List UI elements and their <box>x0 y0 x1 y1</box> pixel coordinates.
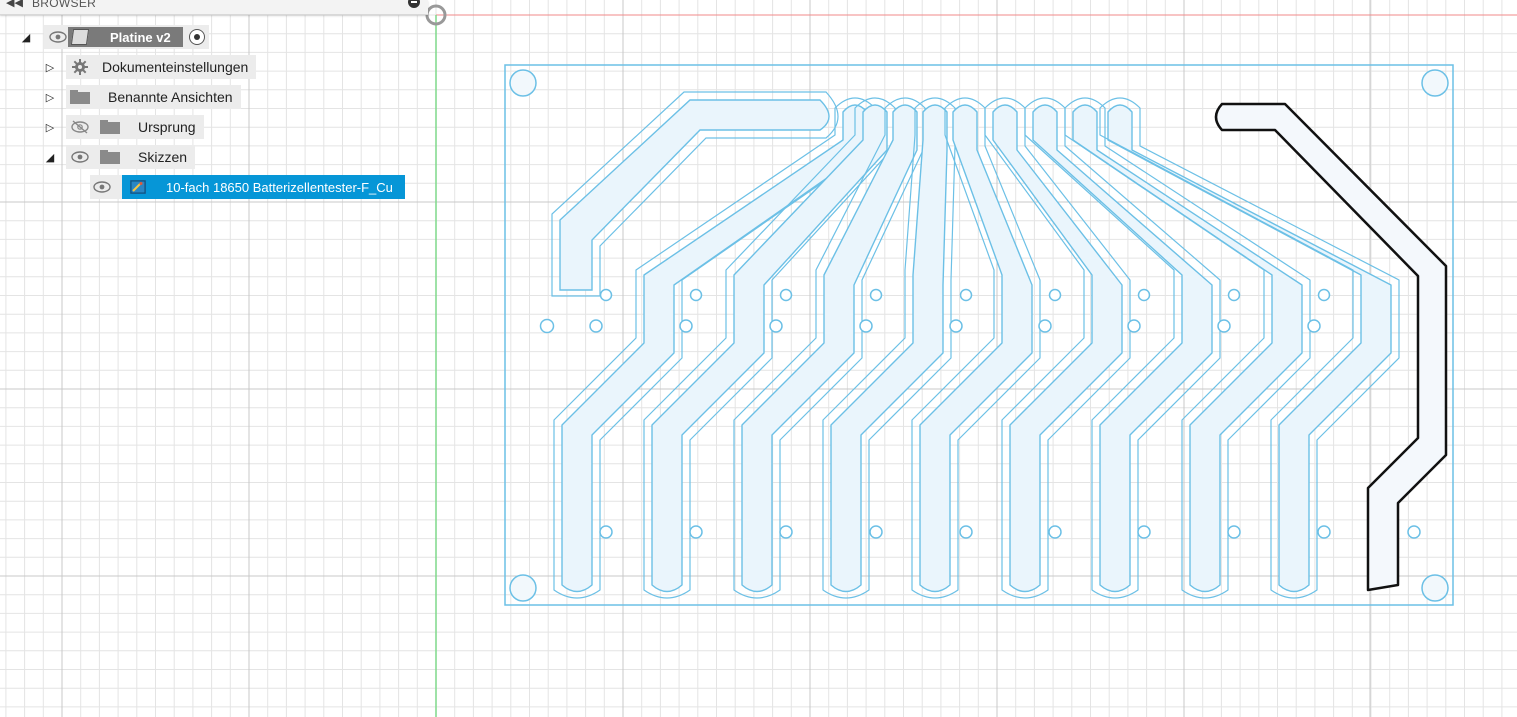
pad <box>1127 319 1141 333</box>
root-component[interactable]: Platine v2 <box>44 25 209 49</box>
component-icon <box>70 29 90 45</box>
eye-icon[interactable] <box>70 150 90 164</box>
named-views-pill[interactable]: Benannte Ansichten <box>66 85 241 109</box>
pads <box>589 288 1421 539</box>
trace-fill <box>830 104 948 593</box>
tree-item-sketches[interactable]: ◢ Skizzen <box>44 145 196 169</box>
trace-clearance <box>733 97 926 599</box>
mounting-hole <box>539 318 555 334</box>
pad <box>689 288 703 302</box>
pad <box>949 319 963 333</box>
folder-icon <box>100 120 120 134</box>
gear-icon <box>70 59 90 75</box>
mounting-hole <box>1421 69 1449 97</box>
pad <box>689 525 703 539</box>
mounting-hole <box>509 69 537 97</box>
mounting-holes <box>509 69 1449 602</box>
panel-options-icon[interactable] <box>408 0 420 8</box>
pad <box>769 319 783 333</box>
pad <box>869 288 883 302</box>
browser-panel-header[interactable]: ◀◀ BROWSER <box>0 0 428 15</box>
component-name: Platine v2 <box>110 29 171 45</box>
pcb-sketch[interactable] <box>504 64 1454 606</box>
tree-item-label: Benannte Ansichten <box>108 89 233 105</box>
trace-clearance <box>643 97 896 599</box>
sketch-selected-highlight[interactable]: 10-fach 18650 Batterizellentester-F_Cu <box>122 175 405 199</box>
pad <box>779 288 793 302</box>
pad <box>1227 288 1241 302</box>
pad <box>1227 525 1241 539</box>
pad <box>1038 319 1052 333</box>
collapse-panel-icon[interactable]: ◀◀ <box>6 0 23 9</box>
trace-fill <box>1107 104 1392 593</box>
pad <box>599 288 613 302</box>
collapsed-triangle-icon[interactable]: ▷ <box>45 61 55 74</box>
trace-fill <box>559 99 830 291</box>
pad <box>959 288 973 302</box>
expanded-triangle-icon[interactable]: ◢ <box>45 151 55 164</box>
trace-fill <box>919 104 1033 593</box>
pad <box>599 525 613 539</box>
trace-fill <box>1072 104 1303 593</box>
folder-icon <box>70 90 90 104</box>
trace-fill <box>741 104 918 593</box>
selected-trace[interactable] <box>1214 102 1448 592</box>
expanded-triangle-icon[interactable]: ◢ <box>21 31 31 44</box>
trace-clearance <box>1064 97 1311 599</box>
tree-item-origin[interactable]: ▷ Ursprung <box>44 115 204 139</box>
pad <box>679 319 693 333</box>
folder-icon <box>100 150 120 164</box>
pad <box>959 525 973 539</box>
pad <box>1407 525 1421 539</box>
tree-item-sketch-f-cu[interactable]: 10-fach 18650 Batterizellentester-F_Cu <box>90 175 405 199</box>
pad <box>1317 288 1331 302</box>
tree-item-document-settings[interactable]: ▷ Dokumenteinstellungen <box>44 55 257 79</box>
trace-fill <box>992 104 1123 593</box>
tree-item-label: Dokumenteinstellungen <box>102 59 249 75</box>
copper-traces[interactable] <box>551 91 1400 599</box>
mounting-hole <box>509 574 537 602</box>
document-settings-pill[interactable]: Dokumenteinstellungen <box>66 55 257 79</box>
browser-title: BROWSER <box>32 0 97 10</box>
pad <box>1137 525 1151 539</box>
pad <box>1307 319 1321 333</box>
eye-icon[interactable] <box>48 30 68 44</box>
trace-fill <box>651 104 888 593</box>
pad <box>869 525 883 539</box>
trace-fill <box>1032 104 1213 593</box>
pad <box>1048 525 1062 539</box>
pad <box>1137 288 1151 302</box>
mounting-hole <box>1421 574 1449 602</box>
trace-clearance <box>551 91 839 297</box>
sketch-icon <box>130 180 146 194</box>
pad <box>1048 288 1062 302</box>
trace-clearance <box>822 97 956 599</box>
trace-clearance <box>1099 97 1400 599</box>
tree-item-label: Ursprung <box>138 119 196 135</box>
collapsed-triangle-icon[interactable]: ▷ <box>45 121 55 134</box>
eye-icon[interactable] <box>92 180 112 194</box>
pad <box>1317 525 1331 539</box>
pad <box>1217 319 1231 333</box>
origin-marker[interactable] <box>425 4 447 26</box>
sketches-pill[interactable]: Skizzen <box>66 145 196 169</box>
activate-radio-icon[interactable] <box>188 29 205 45</box>
pad <box>859 319 873 333</box>
pad <box>779 525 793 539</box>
sketch-pill[interactable]: 10-fach 18650 Batterizellentester-F_Cu <box>90 175 405 199</box>
sketch-label: 10-fach 18650 Batterizellentester-F_Cu <box>166 179 393 195</box>
tree-item-named-views[interactable]: ▷ Benannte Ansichten <box>44 85 241 109</box>
collapsed-triangle-icon[interactable]: ▷ <box>45 91 55 104</box>
component-label-box[interactable]: Platine v2 <box>68 27 183 47</box>
origin-pill[interactable]: Ursprung <box>66 115 204 139</box>
pad <box>589 319 603 333</box>
board-outline[interactable] <box>504 64 1454 606</box>
tree-root-row[interactable]: ◢ Platine v2 <box>20 25 209 49</box>
tree-item-label: Skizzen <box>138 149 188 165</box>
eye-hidden-icon[interactable] <box>70 120 90 134</box>
